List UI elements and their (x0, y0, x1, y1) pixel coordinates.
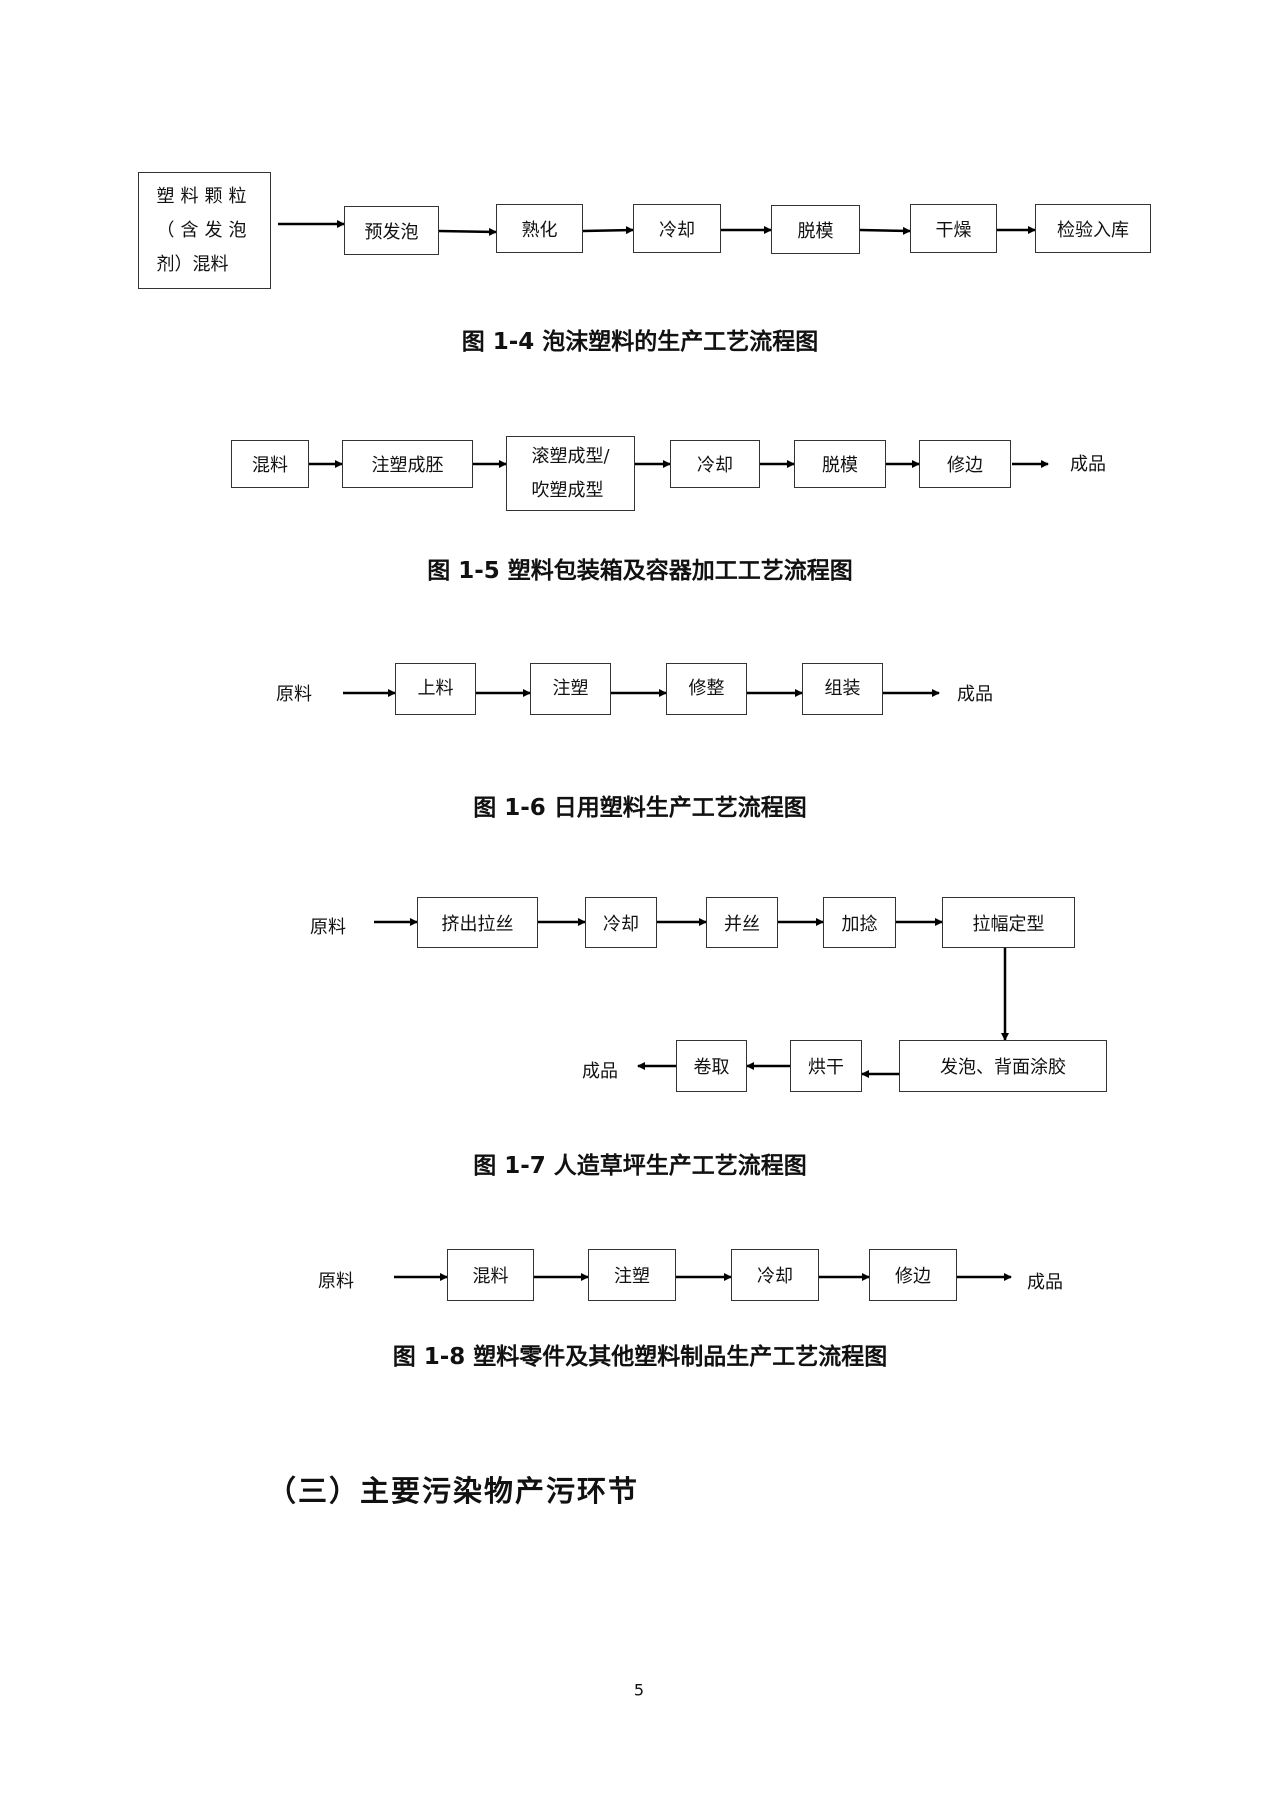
flow-step: 冷却 (670, 440, 760, 488)
flow-step: 熟化 (496, 204, 583, 253)
line: 剂）混料 (156, 253, 229, 275)
flow-step: 发泡、背面涂胶 (899, 1040, 1107, 1092)
flow-step: 并丝 (706, 897, 778, 948)
flow-step: 卷取 (676, 1040, 747, 1092)
line: 吹塑成型 (531, 479, 604, 501)
flow-output: 成品 (957, 684, 993, 705)
flow-step: 预发泡 (344, 206, 439, 255)
flow-step: 修边 (869, 1249, 957, 1301)
flow-step: 注塑成胚 (342, 440, 473, 488)
flow-step: 检验入库 (1035, 204, 1151, 253)
figure-caption: 图 1-8 塑料零件及其他塑料制品生产工艺流程图 (392, 1344, 888, 1370)
flow-step: 修整 (666, 663, 747, 715)
flow-step: 干燥 (910, 204, 997, 253)
line: 滚塑成型/ (531, 445, 610, 467)
flow-step: 脱模 (794, 440, 886, 488)
flow-input: 原料 (310, 917, 346, 938)
flow-input: 原料 (318, 1271, 354, 1292)
flow-step: 混料 (447, 1249, 534, 1301)
flow-step-raw-mixing: 塑料颗粒 （含发泡 剂）混料 (138, 172, 271, 289)
flow-output: 成品 (582, 1061, 618, 1082)
flow-step: 上料 (395, 663, 476, 715)
flow-step-text: 滚塑成型/ 吹塑成型 (519, 436, 621, 512)
flow-step: 烘干 (790, 1040, 862, 1092)
flow-step: 拉幅定型 (942, 897, 1075, 948)
flow-step-molding: 滚塑成型/ 吹塑成型 (506, 436, 635, 511)
flow-input: 原料 (276, 684, 312, 705)
flow-step: 组装 (802, 663, 883, 715)
flow-step: 脱模 (771, 205, 860, 254)
flow-step-text: 塑料颗粒 （含发泡 剂）混料 (143, 174, 267, 288)
flow-step: 冷却 (731, 1249, 819, 1301)
flow-step: 冷却 (585, 897, 657, 948)
flow-step: 注塑 (588, 1249, 676, 1301)
figure-caption: 图 1-6 日用塑料生产工艺流程图 (473, 795, 807, 821)
flow-step: 混料 (231, 440, 309, 488)
line: （含发泡 (156, 219, 253, 241)
flow-step: 挤出拉丝 (417, 897, 538, 948)
figure-caption: 图 1-5 塑料包装箱及容器加工工艺流程图 (427, 558, 853, 584)
flow-step: 注塑 (530, 663, 611, 715)
page-number: 5 (633, 1680, 645, 1700)
flow-step: 加捻 (823, 897, 896, 948)
section-heading: （三）主要污染物产污环节 (267, 1474, 640, 1508)
flow-step: 修边 (919, 440, 1011, 488)
figure-caption: 图 1-4 泡沫塑料的生产工艺流程图 (461, 329, 819, 355)
figure-caption: 图 1-7 人造草坪生产工艺流程图 (473, 1153, 807, 1179)
flow-step: 冷却 (633, 204, 721, 253)
line: 塑料颗粒 (156, 185, 253, 207)
flow-output: 成品 (1027, 1272, 1063, 1293)
flow-output: 成品 (1070, 454, 1106, 475)
